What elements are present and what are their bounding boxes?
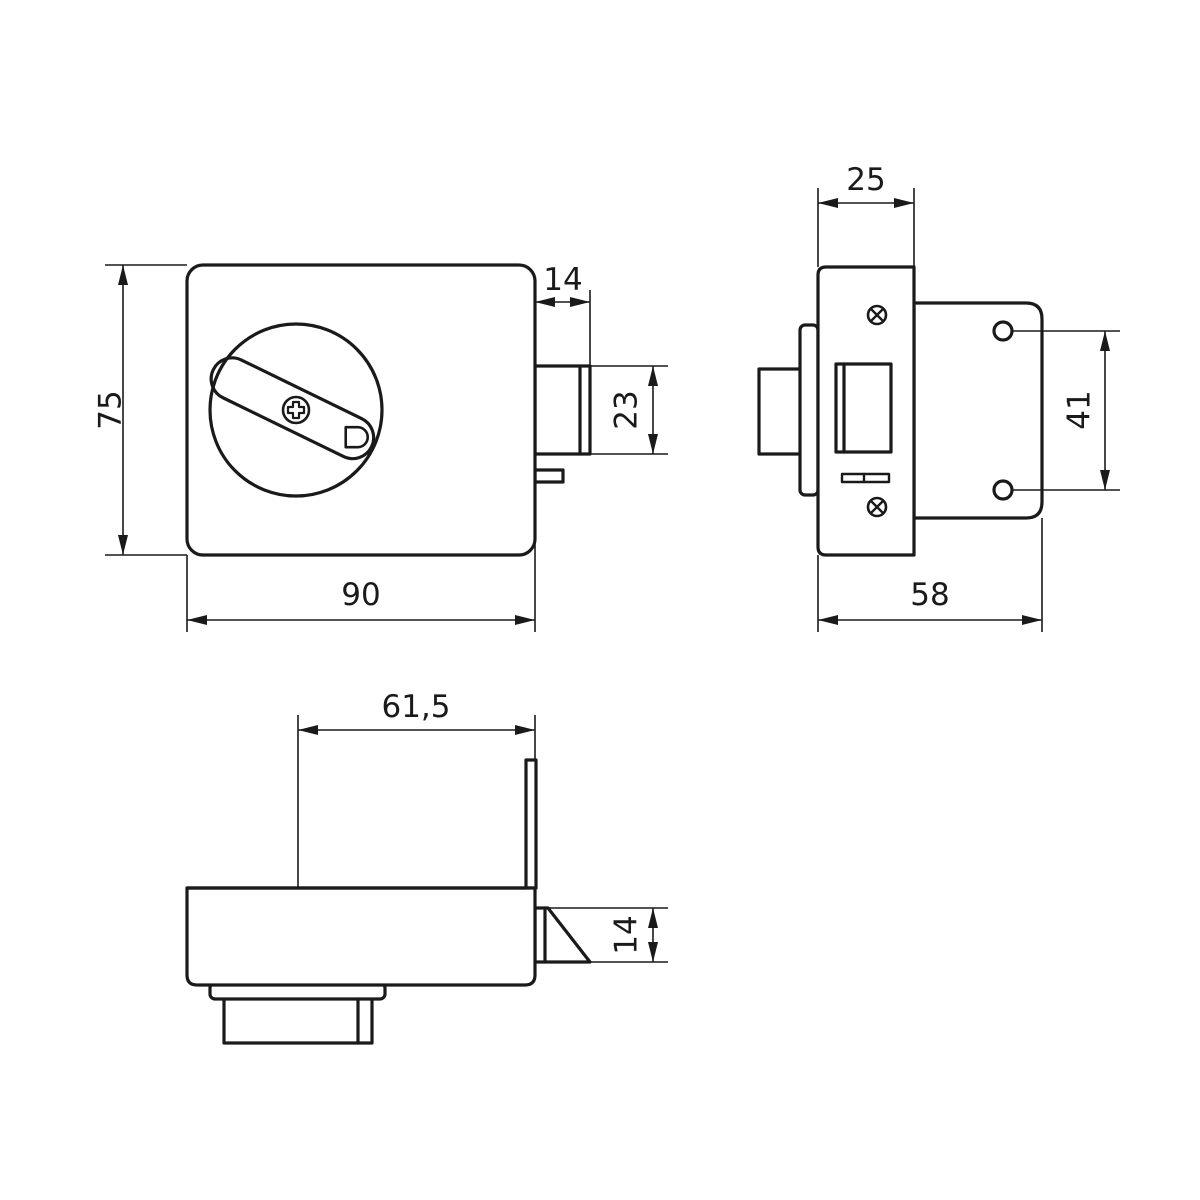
side-view: 25 58 41: [757, 162, 1120, 632]
phillips-screw-icon: [281, 395, 311, 425]
dim-label-height: 75: [93, 390, 129, 429]
cylinder-ring: [798, 323, 820, 497]
dim-label-bolt-depth: 14: [543, 262, 582, 298]
dim-label-depth: 58: [910, 577, 949, 613]
dim-label-faceplate: 25: [846, 162, 885, 198]
faceplate: [816, 265, 916, 557]
dim-label-latch: 14: [609, 915, 645, 954]
dim-label-hole-spacing: 41: [1062, 390, 1098, 429]
knob-handle: [209, 356, 376, 461]
latch-tab: [533, 468, 565, 484]
dim-label-width: 90: [341, 577, 380, 613]
dim-label-offset: 61,5: [381, 689, 450, 725]
screw-icon: [866, 304, 888, 326]
screw-icon: [866, 496, 888, 518]
lock-body-top: [185, 886, 537, 987]
latch-slot: [840, 472, 891, 484]
strike-plate: [524, 758, 538, 890]
bolt: [533, 364, 592, 456]
bolt-opening: [834, 362, 893, 454]
latch-wedge: [533, 906, 592, 964]
indicator-icon: [344, 425, 370, 449]
top-view: 61,5 14: [185, 689, 668, 1045]
dim-label-bolt-height: 23: [609, 390, 645, 429]
turn-knob: [208, 322, 384, 498]
front-view: 75 90 14 23: [93, 262, 668, 632]
mounting-plate: [912, 301, 1044, 520]
cylinder-body: [222, 993, 374, 1045]
